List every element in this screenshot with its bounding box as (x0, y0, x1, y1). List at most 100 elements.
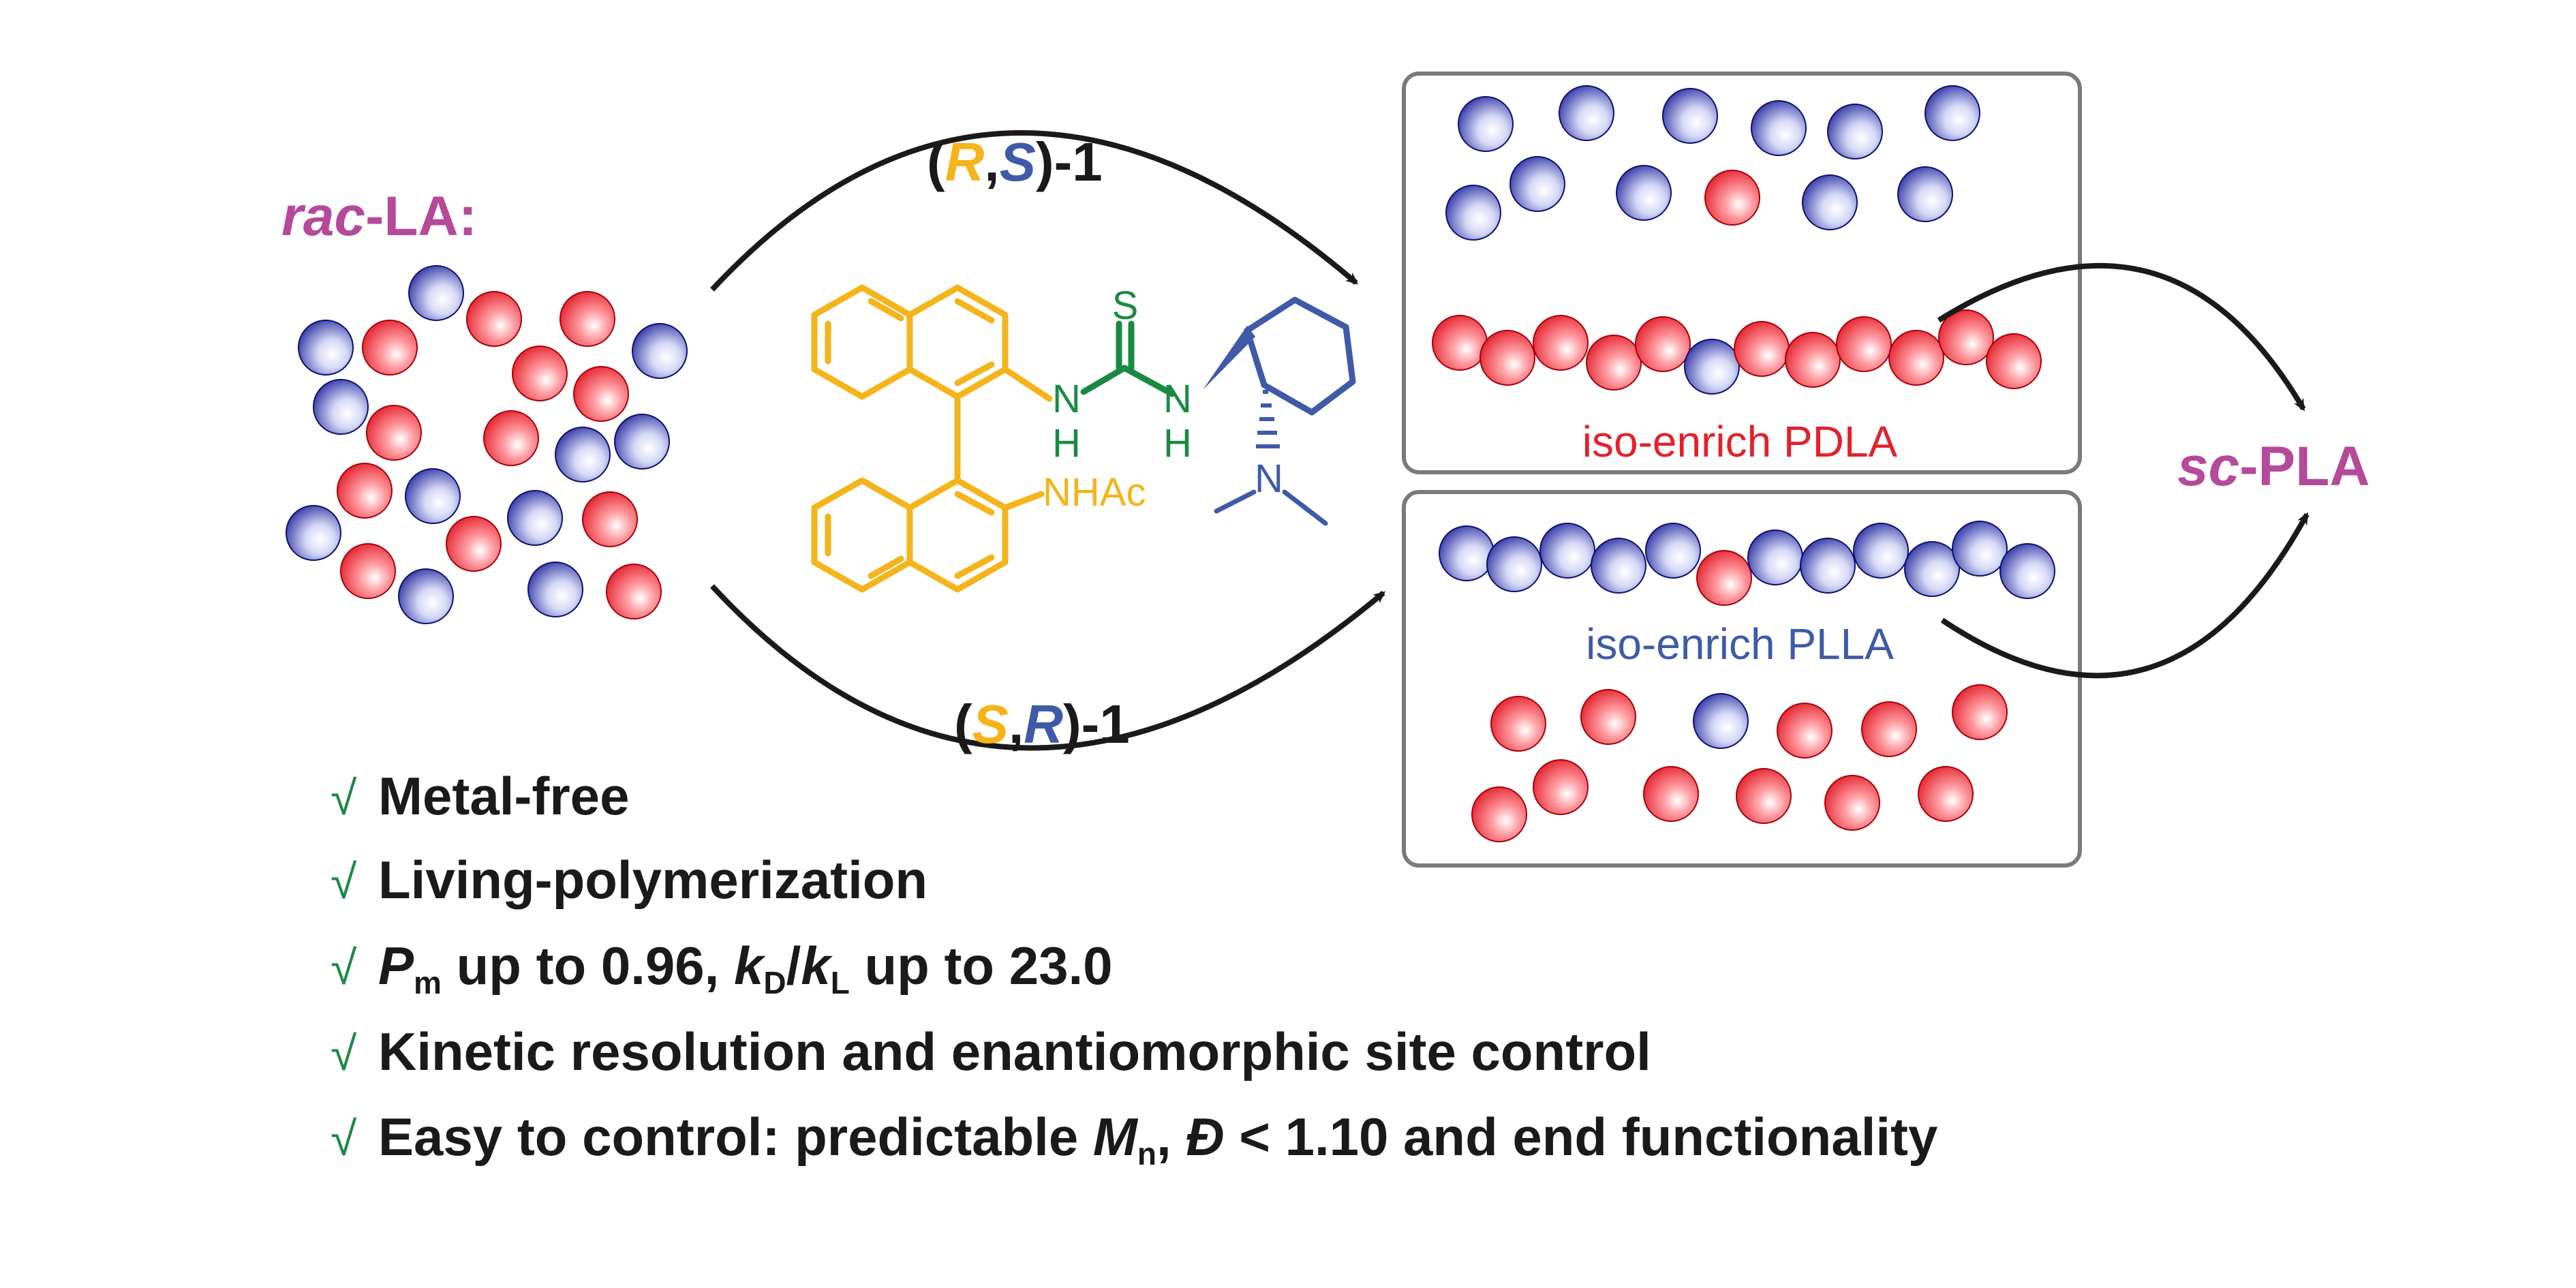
blue-lactide-monomer (1616, 165, 1672, 221)
red-chain-unit (1888, 330, 1944, 386)
blue-lactide-monomer (507, 490, 563, 546)
top-reaction-arrow (710, 130, 1359, 292)
plla-box-free-monomers (1471, 684, 2008, 842)
blue-lactide-monomer (313, 379, 369, 435)
pdla-label: iso-enrich PDLA (1582, 417, 1898, 466)
atom-n1: N (1052, 377, 1081, 421)
blue-lactide-monomer (614, 414, 670, 470)
red-chain-unit (1938, 309, 1994, 365)
red-lactide-monomer (582, 491, 638, 547)
blue-chain-unit (1747, 530, 1803, 585)
atom-n3: N (1255, 457, 1283, 501)
red-chain-unit (1785, 332, 1841, 388)
red-lactide-monomer (559, 291, 615, 347)
red-chain-unit (1986, 333, 2042, 389)
blue-chain-unit (1904, 541, 1960, 597)
atom-n2: N (1163, 377, 1192, 421)
red-lactide-monomer (483, 410, 539, 466)
blue-lactide-monomer (298, 320, 354, 375)
sc-pla-label: sc-PLA (2177, 435, 2370, 497)
check-icon: √ (331, 1027, 357, 1080)
atom-h2: H (1163, 421, 1192, 465)
blue-chain-unit (1439, 525, 1494, 581)
red-lactide-monomer (606, 564, 662, 619)
red-lactide-monomer (1704, 170, 1760, 226)
red-lactide-monomer (1490, 696, 1546, 752)
bottom-reaction-arrow (710, 584, 1386, 751)
blue-lactide-monomer (398, 568, 454, 624)
red-chain-unit (1533, 315, 1589, 371)
blue-chain-unit (1645, 523, 1701, 579)
atom-h1: H (1052, 421, 1081, 465)
bullet-metal-free: Metal-free (378, 766, 629, 826)
blue-lactide-monomer (1445, 185, 1501, 241)
red-lactide-monomer (1736, 768, 1792, 824)
plla-label: iso-enrich PLLA (1586, 619, 1894, 669)
blue-lactide-monomer (555, 427, 611, 482)
check-icon: √ (331, 771, 357, 825)
blue-lactide-monomer (1802, 174, 1858, 230)
red-lactide-monomer (1580, 689, 1636, 745)
hashed-wedge (1256, 390, 1280, 448)
blue-lactide-monomer (1897, 166, 1953, 222)
blue-chain-unit (1591, 538, 1646, 594)
red-lactide-monomer (446, 516, 502, 572)
red-lactide-monomer (466, 291, 522, 347)
red-chain-unit (1432, 315, 1488, 371)
bullet-kinetic-resolution: Kinetic resolution and enantiomorphic si… (378, 1022, 1651, 1082)
red-lactide-monomer (1533, 759, 1589, 815)
red-lactide-monomer (1861, 701, 1917, 757)
blue-lactide-monomer (286, 505, 341, 561)
red-chain-unit (1586, 335, 1642, 390)
blue-lactide-monomer (405, 468, 461, 524)
red-chain-unit (1836, 316, 1892, 372)
red-lactide-monomer (1824, 775, 1880, 831)
blue-lactide-monomer (1827, 104, 1883, 159)
atom-nhac: NHAc (1043, 470, 1146, 515)
blue-lactide-monomer (1925, 85, 1980, 141)
red-lactide-monomer (337, 463, 393, 519)
blue-chain-unit (1999, 543, 2055, 599)
blue-lactide-monomer (1509, 156, 1565, 212)
rac-la-label: rac-LA: (281, 185, 477, 247)
bullet-easy-to-control: Easy to control: predictable Mn, Đ < 1.1… (378, 1107, 1937, 1171)
catalyst-structure: S N H N H NHAc N (811, 283, 1356, 593)
plla-chain (1439, 521, 2055, 606)
feature-list: √ Metal-free √ Living-polymerization √ P… (331, 766, 1937, 1171)
red-lactide-monomer (362, 320, 418, 375)
atom-s: S (1112, 283, 1139, 328)
blue-lactide-monomer (527, 562, 583, 617)
check-icon: √ (331, 941, 357, 994)
red-lactide-monomer (1777, 703, 1833, 758)
blue-lactide-monomer (1751, 100, 1807, 156)
red-chain-unit (1696, 550, 1752, 606)
red-chain-unit (1734, 321, 1790, 377)
blue-chain-unit (1952, 521, 2008, 577)
red-lactide-monomer (1643, 766, 1699, 822)
plla-box (1402, 490, 2082, 868)
plla-to-scpla-arrow (1940, 512, 2310, 679)
pdla-box-free-monomers (1445, 85, 1980, 241)
blue-chain-unit (1539, 523, 1595, 579)
red-lactide-monomer (1952, 684, 2008, 740)
blue-chain-unit (1853, 523, 1909, 579)
check-icon: √ (331, 1112, 357, 1165)
blue-lactide-monomer (1693, 693, 1749, 749)
red-lactide-monomer (512, 346, 568, 401)
bullet-pm-kd-kl: Pm up to 0.96, kD/kL up to 23.0 (378, 936, 1113, 1000)
blue-chain-unit (1486, 536, 1542, 592)
bullet-living-polymerization: Living-polymerization (378, 850, 927, 910)
pdla-chain (1432, 309, 2042, 395)
blue-lactide-monomer (408, 265, 464, 321)
rac-la-monomer-cluster (286, 265, 688, 624)
red-chain-unit (1479, 330, 1535, 386)
red-lactide-monomer (1918, 766, 1974, 822)
red-lactide-monomer (366, 405, 422, 461)
bottom-catalyst-label: (S,R)-1 (954, 694, 1130, 754)
blue-lactide-monomer (1458, 96, 1514, 152)
blue-lactide-monomer (632, 323, 688, 379)
red-lactide-monomer (573, 366, 629, 422)
red-lactide-monomer (1471, 786, 1527, 842)
pdla-box (1402, 72, 2082, 474)
